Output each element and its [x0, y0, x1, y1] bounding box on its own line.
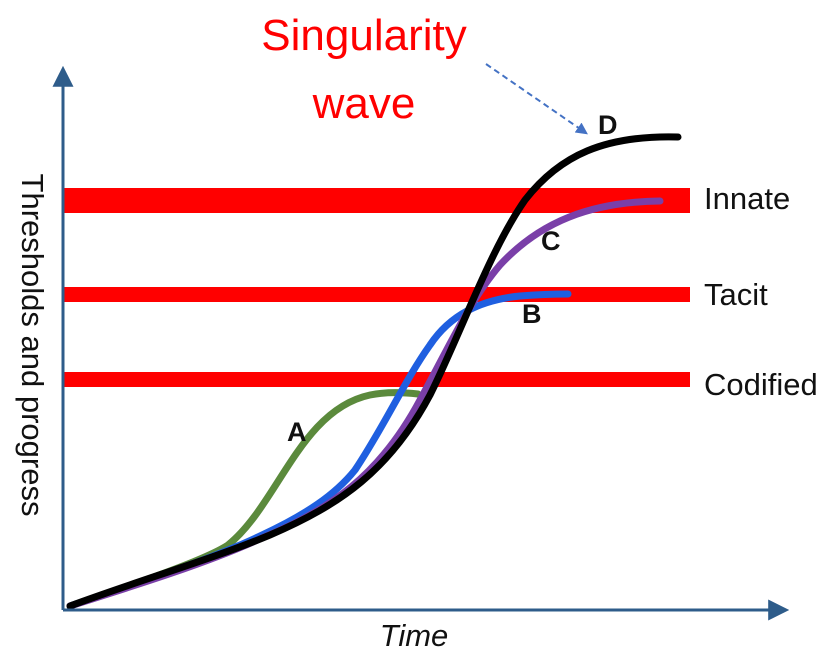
curve-label-d: D [598, 110, 618, 140]
curve-d [66, 133, 682, 610]
curve-b [66, 290, 572, 610]
curve-label-a: A [287, 417, 307, 447]
title-line-2: wave [312, 79, 416, 128]
threshold-bar-tacit [62, 287, 690, 302]
curve-label-c: C [541, 226, 561, 256]
curve-label-b: B [522, 299, 542, 329]
y-axis-title: Thresholds and progress [15, 174, 50, 517]
title-pointer-arrow [485, 63, 588, 135]
threshold-label-codified: Codified [704, 367, 818, 402]
x-axis-title: Time [380, 618, 449, 650]
threshold-label-innate: Innate [704, 181, 790, 216]
threshold-bar-codified [62, 372, 690, 387]
curve-c [66, 197, 664, 610]
curve-a [66, 389, 422, 610]
threshold-label-tacit: Tacit [704, 277, 768, 312]
title-line-1: Singularity [261, 11, 466, 60]
